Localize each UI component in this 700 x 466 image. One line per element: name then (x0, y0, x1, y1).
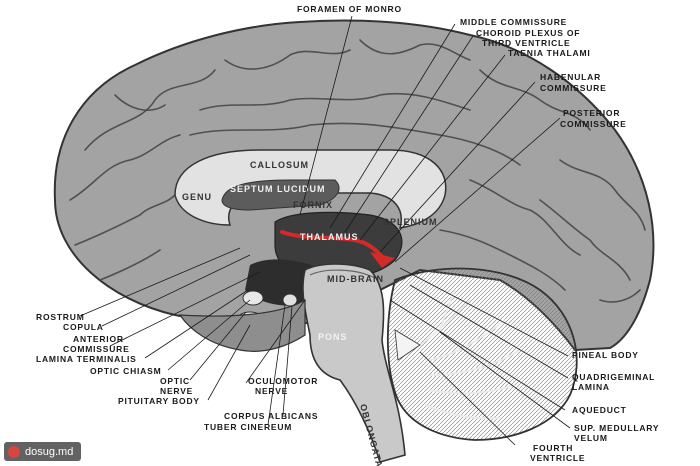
label-taenia-thalami: TAENIA THALAMI (508, 48, 591, 58)
label-fourth: FOURTH (533, 443, 573, 453)
label-thalamus: THALAMUS (300, 232, 359, 242)
label-foramen-of-monro: FORAMEN OF MONRO (297, 4, 402, 14)
label-callosum: CALLOSUM (250, 160, 309, 170)
label-habenular-1: HABENULAR (540, 72, 601, 82)
label-ventricle: VENTRICLE (530, 453, 585, 463)
label-choroid-plexus-2: THIRD VENTRICLE (482, 38, 571, 48)
label-posterior-2: COMMISSURE (560, 119, 627, 129)
septum-lucidum (221, 179, 340, 211)
temporal-lobe (178, 298, 306, 352)
label-oculomotor-nerve: NERVE (255, 386, 288, 396)
fourth-ventricle-shape (394, 329, 421, 361)
label-genu: GENU (182, 192, 212, 202)
label-pituitary-body: PITUITARY BODY (118, 396, 200, 406)
label-copula: COPULA (63, 322, 104, 332)
label-lamina-terminalis: LAMINA TERMINALIS (36, 354, 137, 364)
watermark-badge: dosug.md (4, 442, 82, 461)
label-midbrain: MID-BRAIN (327, 274, 384, 284)
label-splenium: SPLENIUM (383, 217, 438, 227)
label-tuber-cinereum: TUBER CINEREUM (204, 422, 292, 432)
label-aqueduct: AQUEDUCT (572, 405, 627, 415)
label-velum: VELUM (574, 433, 608, 443)
label-quadrigeminal-lamina: LAMINA (572, 382, 610, 392)
arbor-vitae (419, 289, 521, 420)
watermark-text: dosug.md (25, 445, 74, 458)
label-choroid-plexus-1: CHOROID PLEXUS OF (476, 28, 580, 38)
label-habenular-2: COMMISSURE (540, 83, 607, 93)
label-optic-chiasm: OPTIC CHIASM (90, 366, 161, 376)
leader-lines (79, 15, 571, 446)
label-septum-lucidum: SEPTUM LUCIDUM (230, 184, 326, 194)
label-anterior-commissure: COMMISSURE (63, 344, 130, 354)
label-anterior: ANTERIOR (73, 334, 124, 344)
taenia-highlight (280, 230, 387, 262)
corpus-albicans-shape (282, 293, 298, 307)
label-rostrum: ROSTRUM (36, 312, 85, 322)
label-fornix: FORNIX (293, 200, 333, 210)
label-corpus-albicans: CORPUS ALBICANS (224, 411, 318, 421)
label-quadrigeminal: QUADRIGEMINAL (572, 372, 655, 382)
label-sup-medullary: SUP. MEDULLARY (574, 423, 659, 433)
label-oculomotor: OCULOMOTOR (248, 376, 318, 386)
label-pons: PONS (318, 332, 348, 342)
midbrain-band (309, 269, 376, 279)
label-nerve: NERVE (160, 386, 193, 396)
watermark-logo-icon (8, 445, 20, 458)
brainstem (302, 263, 406, 463)
cerebellum (386, 267, 578, 441)
label-posterior-1: POSTERIOR (563, 108, 620, 118)
label-middle-commissure: MIDDLE COMMISSURE (460, 17, 567, 27)
label-pineal-body: PINEAL BODY (572, 350, 639, 360)
label-optic: OPTIC (160, 376, 190, 386)
taenia-end (370, 252, 395, 268)
